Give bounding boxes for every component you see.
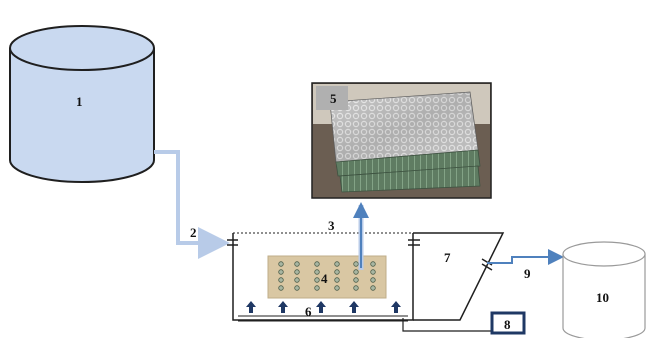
arrow-up-icon	[391, 301, 401, 313]
media-dot	[279, 278, 284, 283]
media-photo: 5	[312, 83, 491, 198]
label-tank-feed: 1	[76, 94, 83, 109]
arrow-up-icon	[349, 301, 359, 313]
label-media: 4	[321, 271, 328, 286]
media-dot	[279, 262, 284, 267]
media-dot	[371, 286, 376, 291]
arrow-right-icon	[487, 257, 560, 263]
outlet-pipe: 9	[487, 257, 560, 281]
media-dot	[371, 270, 376, 275]
media-dot	[295, 286, 300, 291]
media-dot	[335, 270, 340, 275]
media-dot	[354, 278, 359, 283]
media-dot	[371, 278, 376, 283]
media-dot	[279, 270, 284, 275]
label-reactor: 3	[328, 218, 335, 233]
media-dot	[295, 278, 300, 283]
aerator: 6	[238, 301, 408, 321]
effluent-tank: 10	[563, 242, 645, 338]
label-tank-effluent: 10	[596, 290, 609, 305]
media-dot	[295, 262, 300, 267]
media-dot	[354, 262, 359, 267]
feed-tank: 1	[10, 26, 154, 182]
label-aerator: 6	[305, 304, 312, 319]
settler: 7	[413, 233, 503, 320]
media-dot	[315, 262, 320, 267]
media-dot	[371, 262, 376, 267]
label-photo: 5	[330, 91, 337, 106]
media-dot	[335, 262, 340, 267]
feed-pipe: 2	[154, 152, 222, 243]
media-dot	[315, 278, 320, 283]
media-dot	[315, 270, 320, 275]
media-dot	[335, 286, 340, 291]
label-air-pump: 8	[504, 317, 511, 332]
media-dot	[335, 278, 340, 283]
media-dot	[315, 286, 320, 291]
media-dot	[354, 270, 359, 275]
media-dot	[279, 286, 284, 291]
arrow-up-icon	[246, 301, 256, 313]
arrow-up-icon	[278, 301, 288, 313]
media-dot	[354, 286, 359, 291]
media-dot	[295, 270, 300, 275]
label-outlet-pipe: 9	[524, 266, 531, 281]
arrow-up-icon	[316, 301, 326, 313]
label-settler: 7	[444, 250, 451, 265]
media-block: 4	[268, 256, 386, 298]
air-line: 8	[403, 313, 524, 333]
label-feed-pipe: 2	[190, 225, 197, 240]
